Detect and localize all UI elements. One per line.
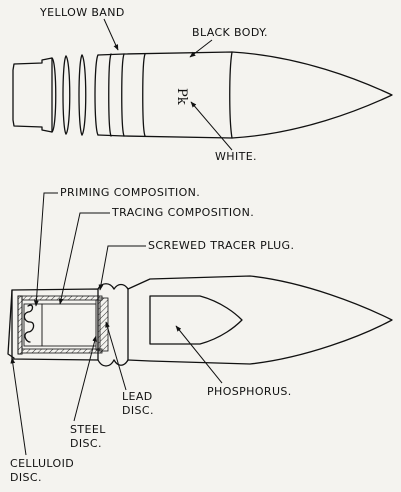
label-celluloid-disc-1: CELLULOID — [10, 457, 74, 470]
section-body-outline — [127, 275, 393, 365]
ogive-line — [229, 51, 233, 139]
label-steel-disc-2: DISC. — [70, 437, 102, 450]
label-lead-disc-2: DISC. — [122, 404, 154, 417]
label-lead-disc-1: LEAD — [122, 390, 153, 403]
label-phosphorus: PHOSPHORUS. — [207, 385, 292, 398]
bullet-base-outline — [12, 57, 53, 133]
yellow-band — [97, 53, 125, 137]
label-steel-disc-1: STEEL — [70, 423, 106, 436]
label-celluloid-disc-2: DISC. — [10, 471, 42, 484]
priming-composition — [23, 304, 35, 343]
lead-disc-shape — [95, 299, 101, 351]
phosphorus-cavity — [149, 295, 243, 345]
external-view: Pk YELLOW BAND BLACK BODY. WHITE. — [12, 6, 393, 163]
label-black-body: BLACK BODY. — [192, 26, 268, 39]
black-body — [123, 51, 393, 139]
label-yellow-band: YELLOW BAND — [39, 6, 125, 19]
label-screwed-tracer-plug: SCREWED TRACER PLUG. — [148, 239, 294, 252]
driving-band-grooves — [51, 54, 99, 136]
label-priming-composition: PRIMING COMPOSITION. — [60, 186, 200, 199]
body-marking: Pk — [174, 88, 189, 105]
label-white: WHITE. — [215, 150, 257, 163]
label-tracing-composition: TRACING COMPOSITION. — [111, 206, 254, 219]
section-view: PRIMING COMPOSITION. TRACING COMPOSITION… — [7, 186, 393, 484]
tracing-chamber — [41, 303, 97, 347]
